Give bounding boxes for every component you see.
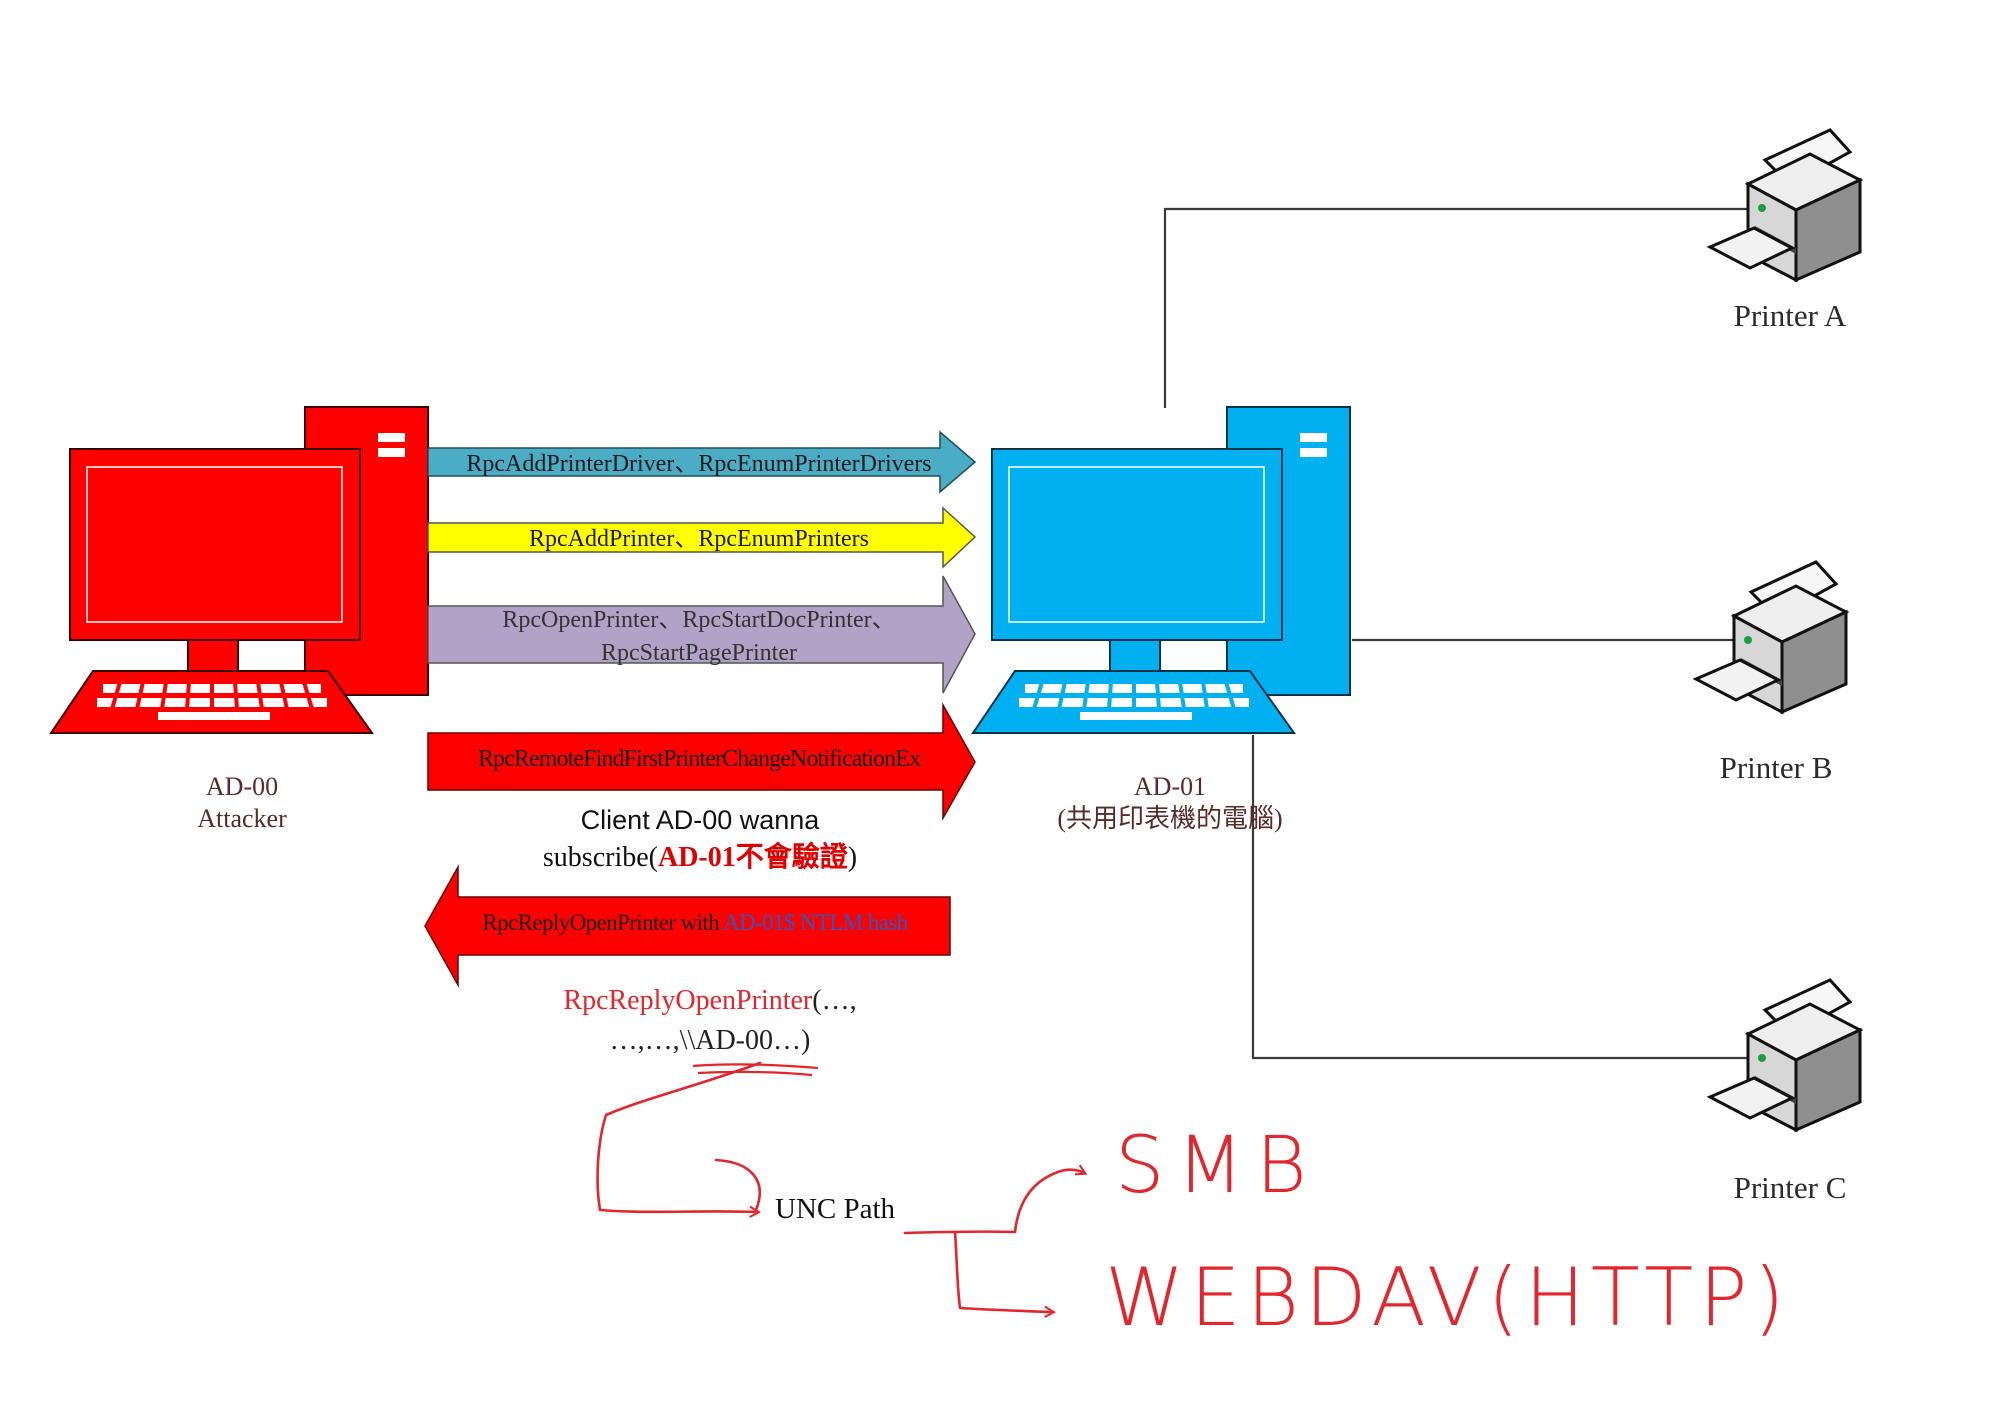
printer-a-label: Printer A (1733, 298, 1847, 333)
reply-line1-b: (…, (812, 985, 857, 1016)
hand-arrow-to-smb (1013, 1164, 1088, 1234)
handwritten-annotations (596, 1061, 1088, 1318)
subscribe-line2-b: AD-01不會驗證 (657, 842, 848, 873)
printer-b-icon (1692, 560, 1850, 715)
line-to-printer-c (1251, 735, 1748, 1060)
unc-path-label: UNC Path (775, 1193, 896, 1225)
subscribe-note-line1: Client AD-00 wanna (440, 805, 960, 836)
arrow-find-first-printer-change-notification (427, 702, 976, 821)
arrow-open-printer-label-line2: RpcStartPagePrinter (601, 640, 797, 666)
arrow-add-printer-driver-label: RpcAddPrinterDriver、RpcEnumPrinterDriver… (466, 451, 932, 477)
attacker-computer-icon (49, 406, 429, 734)
arrow-reply-open-printer (424, 864, 951, 988)
arrow-open-printer (427, 575, 976, 694)
subscribe-line1-a: Client (580, 805, 656, 835)
hand-unc-curve-in (714, 1158, 762, 1212)
arrow-open-printer-label-line1: RpcOpenPrinter、RpcStartDocPrinter、 (502, 607, 896, 633)
printer-c-label: Printer C (1733, 1170, 1847, 1205)
subscribe-line2-c: ) (847, 842, 858, 873)
reply-label-prefix: RpcReplyOpenPrinter with (482, 910, 723, 935)
subscribe-line2-a: subscribe( (542, 842, 658, 873)
attacker-role-label: Attacker (197, 804, 287, 833)
printer-b-label: Printer B (1719, 750, 1833, 785)
arrow-add-printer (427, 506, 977, 569)
server-role-label: (共用印表機的電腦) (1057, 804, 1283, 833)
server-name-label: AD-01 (1133, 772, 1207, 801)
hand-branch-line (903, 1230, 1017, 1235)
reply-note-line1: RpcReplyOpenPrinter(…, (500, 985, 920, 1017)
hand-bracket-to-unc (596, 1061, 762, 1218)
arrow-add-printer-label: RpcAddPrinter、RpcEnumPrinters (529, 526, 869, 552)
arrow-reply-open-printer-label: RpcReplyOpenPrinter with AD-01$ NTLM has… (440, 910, 950, 936)
attacker-name-label: AD-00 (205, 772, 279, 801)
subscribe-note-line2: subscribe(AD-01不會驗證) (440, 842, 960, 874)
reply-label-hash: AD-01$ NTLM hash (722, 910, 908, 935)
unc-underline (692, 1063, 819, 1077)
subscribe-line1-c: wanna (732, 805, 820, 835)
reply-note-line2: …,…,\\AD-00…) (609, 1025, 811, 1056)
arrow-add-printer-driver (427, 430, 977, 494)
reply-line1-a: RpcReplyOpenPrinter (563, 985, 813, 1016)
subscribe-line1-b: AD-00 (655, 805, 733, 835)
line-to-printer-a (1163, 207, 1748, 408)
smb-label: SMB (1115, 1121, 1319, 1211)
network-lines (1163, 207, 1748, 1060)
server-computer-icon (971, 406, 1351, 734)
arrow-find-first-printer-change-label: RpcRemoteFindFirstPrinterChangeNotificat… (477, 746, 921, 772)
webdav-label: WEBDAV(HTTP) (1105, 1251, 1791, 1344)
printer-a-icon (1706, 128, 1864, 283)
printer-c-icon (1706, 978, 1864, 1133)
hand-arrow-to-webdav (953, 1230, 1056, 1318)
